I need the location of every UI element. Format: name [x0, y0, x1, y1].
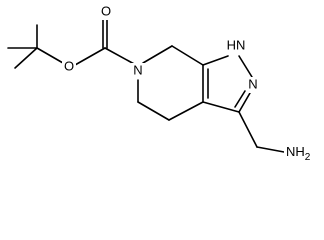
bond-ch2-c3a	[168, 101, 204, 121]
bond-tbu-methyl-bottom	[14, 47, 38, 69]
bonds	[7, 17, 285, 153]
ester-o-bg	[62, 59, 76, 75]
bond-n-c3	[238, 92, 251, 113]
bond-nh-n	[238, 55, 253, 78]
pyrazole-nitrogen-label: N	[248, 76, 257, 91]
bond-ch2-nh2	[256, 146, 285, 153]
bond-c7a-nh	[202, 55, 229, 66]
bond-ch2-ch2-bottom	[137, 101, 170, 121]
bond-n-ch2-top	[142, 45, 173, 64]
ring-n-bg	[131, 63, 145, 79]
pyrazole-nh-label: HN	[227, 37, 246, 52]
bond-carbonyl-n	[104, 47, 137, 66]
bond-c3-ch2	[238, 111, 258, 148]
ester-oxygen-label: O	[64, 58, 74, 73]
bond-c3-c3a	[202, 101, 240, 113]
amine-bg	[284, 144, 320, 162]
carbonyl-oxygen-label: O	[101, 3, 111, 18]
carbonyl-o-bg	[99, 4, 113, 20]
bond-o-carbonyl-c	[74, 47, 106, 66]
ring-nitrogen-label: N	[133, 62, 142, 77]
bond-ch2-c7a	[171, 45, 204, 66]
atom-labels: O O N HN N NH2	[62, 3, 320, 163]
bond-tbu-o	[36, 47, 64, 64]
pyrazole-nh-bg	[224, 38, 250, 54]
bond-n-c3-inner	[234, 90, 246, 108]
amine-nh2-label: NH2	[286, 144, 311, 162]
molecule-structure: O O N HN N NH2	[7, 3, 320, 163]
pyrazole-n-bg	[246, 77, 260, 93]
